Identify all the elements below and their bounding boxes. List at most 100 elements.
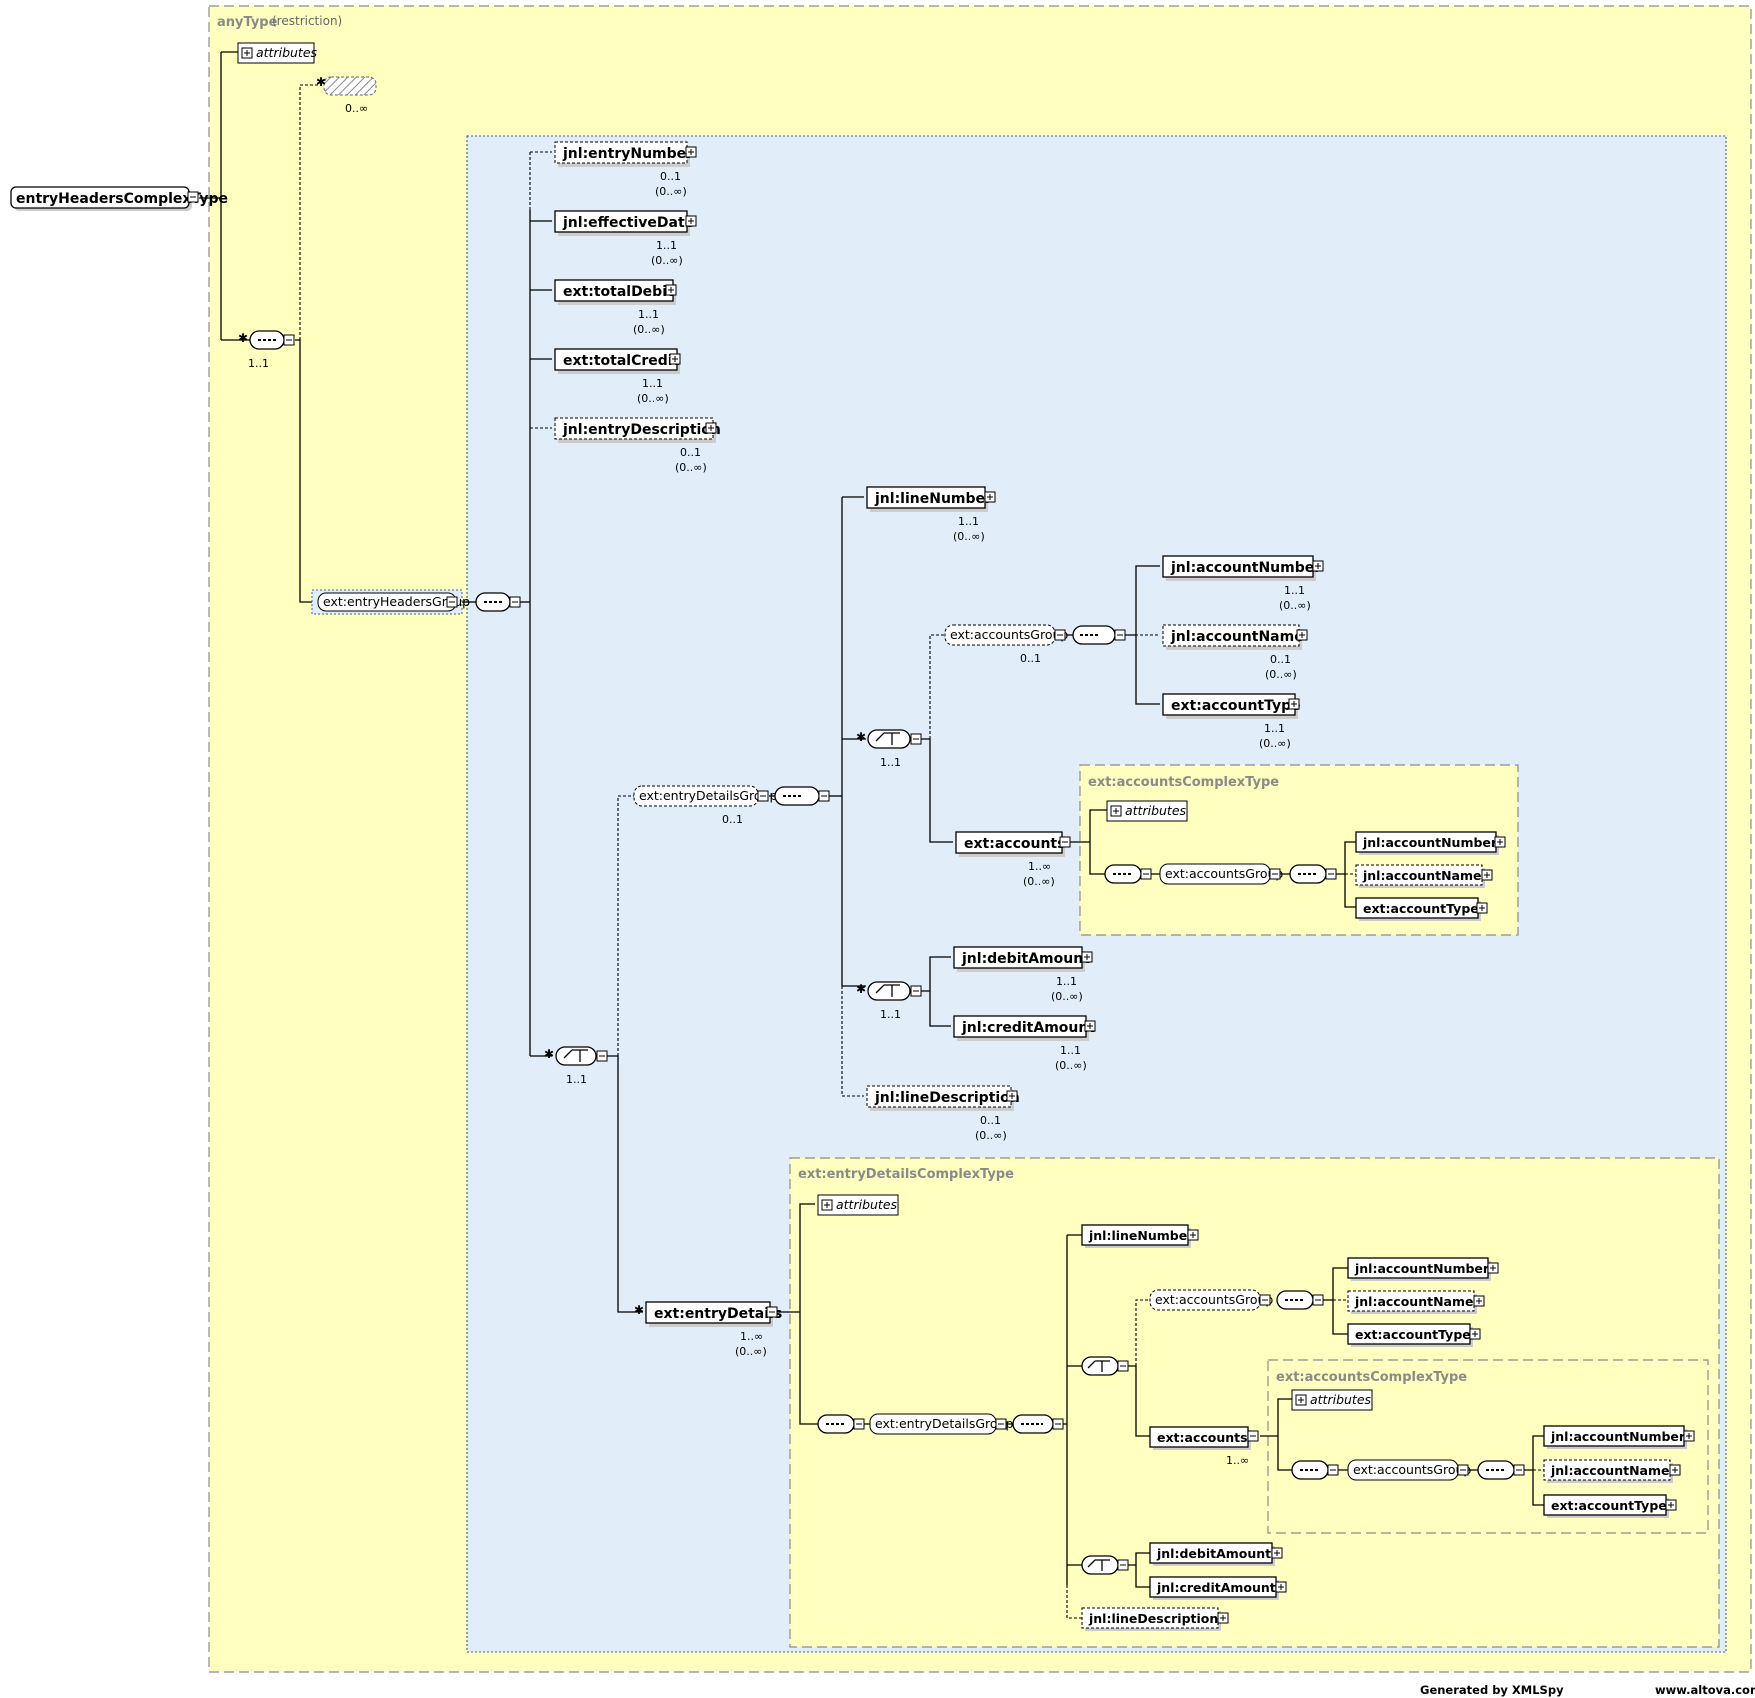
- element-name: jnl:effectiveDate: [562, 215, 694, 231]
- asterisk-icon: ✱: [544, 1047, 554, 1061]
- element-name: ext:accountType: [1171, 698, 1301, 714]
- element-account-type[interactable]: ext:accountType 1..1 (0..∞): [1162, 693, 1301, 750]
- details-sequence-compositor[interactable]: [774, 786, 830, 806]
- element-sub-occurrence: (0..∞): [1023, 875, 1055, 888]
- element-total-debit[interactable]: ext:totalDebit 1..1 (0..∞): [554, 279, 677, 336]
- inner-accounts-type-inner-sequence[interactable]: [1477, 1460, 1525, 1480]
- element-name: jnl:debitAmount: [1156, 1546, 1271, 1561]
- attributes-label: attributes: [1310, 1392, 1372, 1407]
- root-element[interactable]: entryHeadersComplexType: [10, 186, 228, 211]
- element-name: jnl:entryNumber: [562, 146, 693, 162]
- details-type-attributes-box[interactable]: attributes: [817, 1194, 899, 1216]
- element-occurrence: 1..1: [656, 239, 677, 252]
- element-sub-occurrence: (0..∞): [953, 530, 985, 543]
- element-sub-occurrence: (0..∞): [1259, 737, 1291, 750]
- accounts-type-title: ext:accountsComplexType: [1088, 775, 1279, 790]
- element-entry-details[interactable]: ext:entryDetails ✱ 1..∞ (0..∞): [634, 1301, 782, 1358]
- root-attributes-box[interactable]: attributes: [237, 42, 318, 64]
- accounts-type-group[interactable]: ext:accountsGroup: [1159, 863, 1283, 885]
- footer-site[interactable]: www.altova.com: [1655, 1683, 1755, 1697]
- group-name: ext:accountsGroup: [1155, 1292, 1273, 1307]
- element-occurrence: 1..1: [958, 515, 979, 528]
- choice-compositor-1[interactable]: ✱ 1..1: [544, 1046, 608, 1086]
- element-accounts[interactable]: ext:accounts 1..∞ (0..∞): [955, 831, 1071, 888]
- details-type-choice-1[interactable]: [1081, 1356, 1129, 1376]
- details-type-element-account-number[interactable]: jnl:accountNumber: [1347, 1257, 1499, 1281]
- details-type-choice-2[interactable]: [1081, 1555, 1129, 1575]
- root-element-name: entryHeadersComplexType: [16, 191, 228, 207]
- details-type-element-line-number[interactable]: jnl:lineNumber: [1081, 1224, 1199, 1248]
- root-attributes-label: attributes: [256, 45, 318, 60]
- accounts-sequence-compositor[interactable]: [1072, 625, 1126, 645]
- details-type-sequence[interactable]: [817, 1414, 865, 1434]
- element-name: ext:accountType: [1363, 901, 1479, 916]
- inner-accounts-type-attributes-box[interactable]: attributes: [1291, 1389, 1373, 1411]
- base-type-note: (restriction): [272, 14, 342, 28]
- element-sub-occurrence: (0..∞): [1051, 990, 1083, 1003]
- element-sub-occurrence: (0..∞): [1265, 668, 1297, 681]
- element-name: jnl:accountName: [1354, 1294, 1473, 1309]
- details-type-element-line-description[interactable]: jnl:lineDescription: [1081, 1607, 1229, 1631]
- element-effective-date[interactable]: jnl:effectiveDate 1..1 (0..∞): [554, 210, 697, 267]
- element-total-credit[interactable]: ext:totalCredit 1..1 (0..∞): [554, 348, 681, 405]
- element-name: jnl:accountNumber: [1550, 1429, 1686, 1444]
- asterisk-icon: ✱: [634, 1303, 644, 1317]
- element-occurrence: 0..1: [1270, 653, 1291, 666]
- element-name: jnl:debitAmount: [961, 951, 1090, 967]
- accounts-group[interactable]: ext:accountsGroup 0..1: [944, 624, 1068, 665]
- element-line-description[interactable]: jnl:lineDescription 0..1 (0..∞): [866, 1085, 1020, 1142]
- element-name: ext:accounts: [1157, 1430, 1248, 1445]
- element-occurrence: 0..1: [980, 1114, 1001, 1127]
- element-entry-number[interactable]: jnl:entryNumber 0..1 (0..∞): [554, 141, 697, 198]
- asterisk-icon: ✱: [238, 331, 248, 345]
- accounts-type-inner-sequence[interactable]: [1289, 864, 1337, 884]
- accounts-type-element-account-type[interactable]: ext:accountType: [1355, 897, 1488, 921]
- element-sub-occurrence: (0..∞): [1279, 599, 1311, 612]
- element-credit-amount[interactable]: jnl:creditAmount 1..1 (0..∞): [953, 1015, 1096, 1072]
- details-type-element-credit-amount[interactable]: jnl:creditAmount: [1149, 1576, 1287, 1600]
- inner-accounts-type-element-account-type[interactable]: ext:accountType: [1543, 1494, 1677, 1518]
- entry-headers-group[interactable]: ext:entryHeadersGroup: [311, 589, 470, 615]
- accounts-type-sequence[interactable]: [1104, 864, 1152, 884]
- details-type-element-debit-amount[interactable]: jnl:debitAmount: [1149, 1542, 1283, 1566]
- element-name: jnl:accountNumber: [1354, 1261, 1490, 1276]
- details-type-element-account-type[interactable]: ext:accountType: [1347, 1323, 1481, 1347]
- details-type-element-account-name[interactable]: jnl:accountName: [1347, 1290, 1485, 1314]
- accounts-type-element-account-name[interactable]: jnl:accountName: [1355, 864, 1493, 888]
- choice-compositor-2[interactable]: ✱ 1..1: [856, 729, 922, 769]
- main-sequence-compositor[interactable]: ✱ 1..1: [238, 330, 295, 370]
- any-occurrence: 0..∞: [345, 102, 368, 115]
- element-account-number[interactable]: jnl:accountNumber 1..1 (0..∞): [1162, 555, 1324, 612]
- details-type-group[interactable]: ext:entryDetailsGroup: [869, 1413, 1013, 1435]
- group-sequence-compositor[interactable]: [475, 592, 521, 612]
- inner-accounts-type-group[interactable]: ext:accountsGroup: [1347, 1459, 1471, 1481]
- any-wildcard[interactable]: ✱ 0..∞: [316, 75, 377, 115]
- element-name: jnl:lineDescription: [1088, 1611, 1218, 1626]
- element-debit-amount[interactable]: jnl:debitAmount 1..1 (0..∞): [953, 946, 1093, 1003]
- accounts-type-element-account-number[interactable]: jnl:accountNumber: [1355, 831, 1506, 855]
- element-sub-occurrence: (0..∞): [651, 254, 683, 267]
- asterisk-icon: ✱: [856, 730, 866, 744]
- details-type-inner-sequence[interactable]: [1012, 1414, 1064, 1434]
- inner-accounts-type-element-account-name[interactable]: jnl:accountName: [1543, 1459, 1681, 1483]
- element-line-number[interactable]: jnl:lineNumber 1..1 (0..∞): [866, 486, 996, 543]
- entry-details-group[interactable]: ext:entryDetailsGroup 0..1: [633, 785, 777, 826]
- choice-1-occurrence: 1..1: [566, 1073, 587, 1086]
- details-type-element-accounts[interactable]: ext:accounts 1..∞: [1149, 1426, 1259, 1467]
- asterisk-icon: ✱: [856, 982, 866, 996]
- inner-accounts-type-element-account-number[interactable]: jnl:accountNumber: [1543, 1425, 1695, 1449]
- element-occurrence: 1..∞: [1028, 860, 1051, 873]
- choice-compositor-3[interactable]: ✱ 1..1: [856, 981, 922, 1021]
- element-entry-description[interactable]: jnl:entryDescription 0..1 (0..∞): [554, 417, 721, 474]
- inner-accounts-type-sequence[interactable]: [1291, 1460, 1339, 1480]
- group-name: ext:accountsGroup: [1165, 866, 1283, 881]
- accounts-type-attributes-box[interactable]: attributes: [1106, 800, 1188, 822]
- details-type-accounts-sequence[interactable]: [1276, 1290, 1324, 1310]
- details-type-accounts-group[interactable]: ext:accountsGroup: [1149, 1289, 1273, 1311]
- main-sequence-occurrence: 1..1: [248, 357, 269, 370]
- accounts-group-name: ext:accountsGroup: [950, 627, 1068, 642]
- inner-accounts-type-title: ext:accountsComplexType: [1276, 1370, 1467, 1385]
- entry-details-group-name: ext:entryDetailsGroup: [639, 788, 777, 803]
- element-account-name[interactable]: jnl:accountName 0..1 (0..∞): [1162, 624, 1308, 681]
